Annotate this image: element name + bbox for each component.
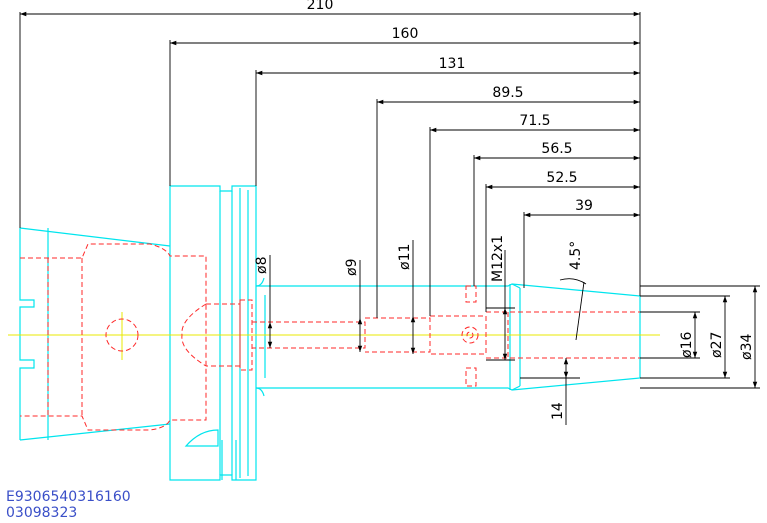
dim-14: 14 <box>550 402 566 420</box>
dim-71-5: 71.5 <box>519 113 550 129</box>
dim-160: 160 <box>392 26 419 42</box>
part-number: E9306540316160 <box>6 489 131 505</box>
centerline <box>8 312 660 360</box>
dimension-lines <box>19 11 760 425</box>
dim-39: 39 <box>575 198 593 214</box>
dim-angle-4-5: 4.5° <box>568 241 584 270</box>
dim-52-5: 52.5 <box>546 170 577 186</box>
dim-dia-8: ø8 <box>254 257 270 274</box>
dim-dia-16: ø16 <box>679 332 695 358</box>
dim-dia-9: ø9 <box>344 259 360 276</box>
dim-dia-11: ø11 <box>397 244 413 270</box>
dim-131: 131 <box>439 56 466 72</box>
hidden-lines <box>20 243 640 431</box>
part-outline <box>19 185 641 481</box>
dim-210: 210 <box>307 0 334 13</box>
dim-dia-27: ø27 <box>709 332 725 358</box>
dim-dia-34: ø34 <box>739 334 755 360</box>
dim-89-5: 89.5 <box>492 85 523 101</box>
dimension-labels: 210 160 131 89.5 71.5 56.5 52.5 39 ø8 ø9… <box>254 0 755 420</box>
dim-56-5: 56.5 <box>541 141 572 157</box>
drawing-code: 03098323 <box>6 505 78 521</box>
dim-m12x1: M12x1 <box>490 235 506 282</box>
